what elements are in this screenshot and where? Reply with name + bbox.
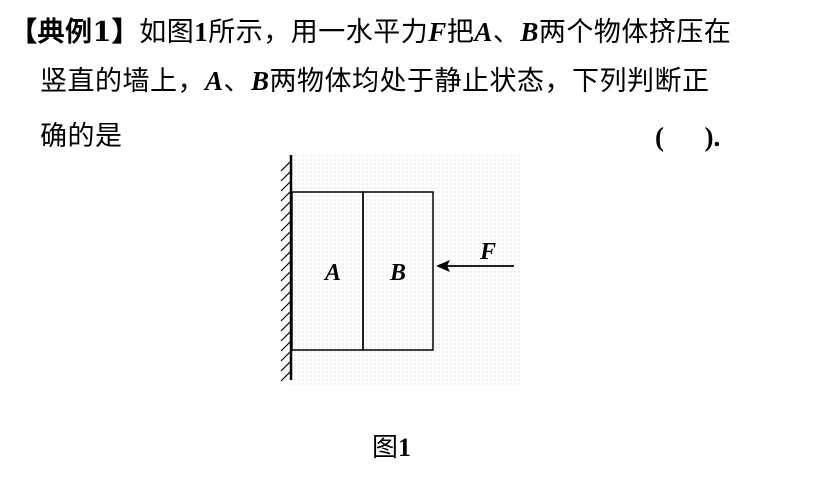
example-tag: 【典例1】 — [10, 17, 140, 48]
text-fragment: 两物体均处于静止状态，下列判断正 — [269, 66, 710, 97]
answer-blank: ( ). — [655, 122, 721, 152]
object-b-symbol: B — [520, 17, 539, 47]
caption-number: 1 — [398, 433, 412, 462]
text-fragment: 、 — [492, 17, 521, 48]
problem-line-2: 竖直的墙上，A、B两物体均处于静止状态，下列判断正 — [40, 64, 710, 99]
force-symbol: F — [428, 17, 447, 47]
caption-prefix: 图 — [372, 433, 399, 463]
dotted-background — [290, 155, 520, 385]
figure-svg: A B F — [280, 155, 520, 385]
text-fragment: 、 — [223, 66, 252, 97]
text-fragment: 两个物体挤压在 — [538, 17, 732, 48]
figure-caption: 图1 — [372, 432, 411, 464]
text-fragment: 所示，用一水平力 — [208, 17, 429, 48]
object-a-symbol: A — [205, 66, 224, 96]
wall — [280, 155, 293, 382]
block-b — [362, 191, 434, 351]
text-fragment: 确的是 — [40, 121, 123, 152]
object-a-symbol: A — [474, 17, 493, 47]
block-b-label: B — [389, 260, 406, 286]
force-arrow — [436, 260, 514, 272]
wall-hatching — [280, 160, 292, 382]
text-fragment: 把 — [446, 17, 475, 48]
physics-figure: A B F — [270, 155, 520, 385]
force-label: F — [479, 239, 496, 265]
text-fragment: 竖直的墙上， — [40, 66, 205, 97]
text-fragment: 如图 — [139, 17, 195, 48]
problem-line-1: 【典例1】如图1所示，用一水平力F把A、B两个物体挤压在 — [10, 15, 731, 50]
block-a-label: A — [323, 260, 341, 286]
problem-line-3: 确的是 — [40, 120, 123, 154]
figure-reference-number: 1 — [194, 17, 209, 47]
object-b-symbol: B — [251, 66, 270, 96]
